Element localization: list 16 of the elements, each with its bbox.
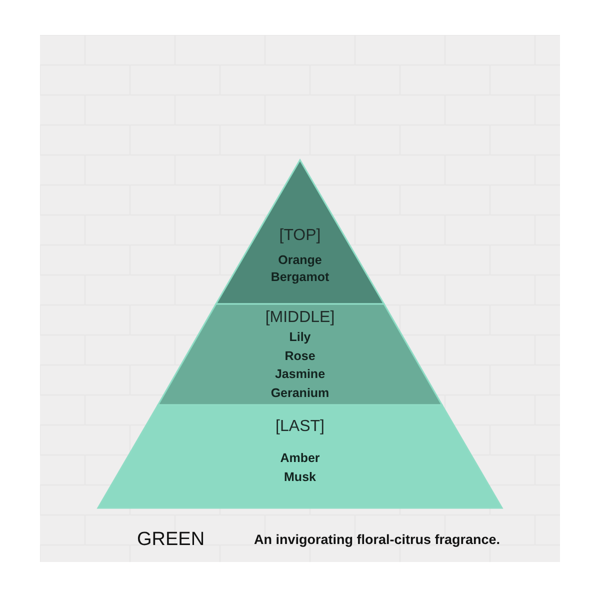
note-text: Musk [284,469,316,486]
note-text: Jasmine [274,366,326,383]
layer-heading: [TOP] [279,226,321,246]
description-text: An invigorating floral-citrus fragrance. [254,532,500,547]
layer-heading: [LAST] [276,417,324,437]
note-text: Rose [284,348,316,364]
note-text: Orange [278,252,322,269]
note-text: Bergamot [270,269,330,286]
trapezoid-layer [98,405,502,508]
note-text: Geranium [270,384,330,402]
variant-label: GREEN [137,529,205,551]
layer-heading: [MIDDLE] [265,308,335,328]
note-text: Lily [289,329,311,346]
note-text: Amber [280,450,320,467]
triangle-layer [216,160,384,304]
trapezoid-layer [158,304,442,405]
